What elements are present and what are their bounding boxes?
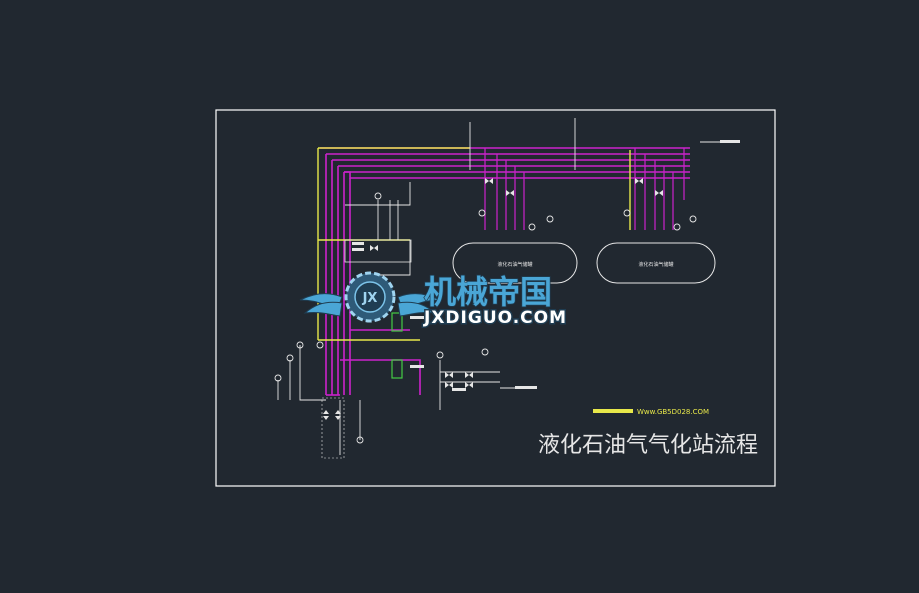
valve-symbols [323, 178, 663, 420]
regulator-box [344, 239, 412, 263]
vaporizer-1 [391, 312, 403, 332]
gauge-symbols [274, 192, 697, 444]
credit-url: Www.GB5D028.COM [637, 408, 709, 416]
tag-marks [352, 140, 740, 391]
watermark-brand-en: JXDIGUO.COM [423, 308, 567, 328]
watermark-logo: JX 机械帝国 JXDIGUO.COM [299, 271, 568, 330]
storage-tank-1 [452, 242, 578, 284]
drawing-title: 液化石油气气化站流程 [538, 433, 758, 458]
badge-text: JX [362, 291, 378, 306]
vaporizer-2 [391, 359, 403, 379]
header-pipes [320, 147, 690, 396]
tank1-drops [484, 148, 525, 230]
credit-prefix [593, 409, 633, 413]
meter-box [321, 397, 345, 459]
tank-label-2: 液化石油气储罐 [638, 261, 673, 268]
drawing-frame [215, 109, 776, 487]
storage-tank-2 [596, 242, 716, 284]
watermark-brand-cn: 机械帝国 [424, 273, 552, 311]
tank-label-1: 液化石油气储罐 [497, 261, 532, 268]
